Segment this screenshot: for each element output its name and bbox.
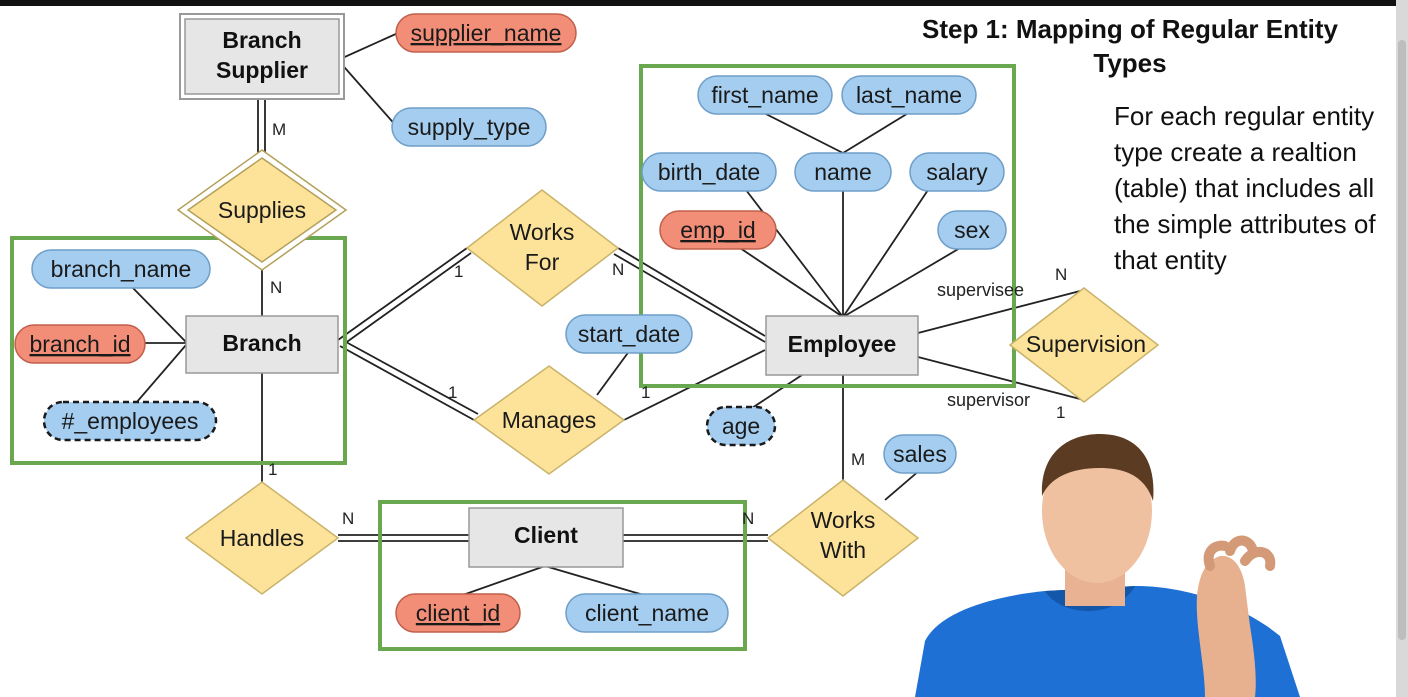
cardinality-supplies-supplier: M [272, 120, 286, 139]
attribute-supplier-name: supplier_name [395, 13, 577, 53]
attribute-client-id-label: client_id [416, 600, 500, 626]
relationship-handles-label: Handles [220, 525, 304, 551]
attribute-birth-date: birth_date [641, 152, 777, 192]
attribute-start-date-label: start_date [578, 321, 680, 347]
entity-branch-supplier-label-2: Supplier [216, 57, 308, 83]
entity-branch-supplier-label-1: Branch [222, 27, 301, 53]
cardinality-works-for-branch: 1 [454, 262, 463, 281]
attribute-salary: salary [909, 152, 1005, 192]
entity-client-label: Client [514, 522, 578, 548]
attribute-name-label: name [814, 159, 872, 185]
attribute-start-date: start_date [565, 314, 693, 354]
attribute-sales: sales [883, 434, 957, 474]
cardinality-supervision-supervisor: 1 [1056, 403, 1065, 422]
branch-highlight-box [10, 236, 347, 465]
cardinality-works-for-employee: N [612, 260, 624, 279]
relationship-works-with: Works With [766, 479, 920, 597]
slide-description: For each regular entity type create a re… [1114, 101, 1376, 275]
attribute-num-employees: #_employees [42, 400, 218, 442]
relationship-works-with-label-1: Works [811, 507, 876, 533]
cardinality-handles-branch: 1 [268, 460, 277, 479]
employee-highlight-box [639, 64, 1016, 388]
role-supervisee: supervisee [937, 280, 1024, 300]
attribute-branch-id-label: branch_id [29, 331, 130, 357]
relationship-works-for-label-2: For [525, 249, 560, 275]
relationship-handles: Handles [184, 481, 340, 595]
relationship-manages-label: Manages [502, 407, 597, 433]
attribute-name: name [794, 152, 892, 192]
relationship-connectors [257, 100, 1085, 542]
er-diagram: Branch Supplier Branch Employee Client S… [10, 13, 1160, 651]
slide-title: Step 1: Mapping of Regular Entity Types [921, 14, 1338, 78]
relationship-supplies-label: Supplies [218, 197, 306, 223]
attribute-birth-date-label: birth_date [658, 159, 760, 185]
role-supervisor: supervisor [947, 390, 1030, 410]
attribute-branch-id: branch_id [14, 324, 146, 364]
attribute-client-id: client_id [395, 593, 521, 633]
cardinality-handles-client: N [342, 509, 354, 528]
window-top-bar [0, 0, 1408, 6]
cardinality-supervision-supervisee: N [1055, 265, 1067, 284]
attribute-branch-name-label: branch_name [51, 256, 192, 282]
relationship-works-for: Works For [465, 189, 620, 307]
cardinality-supplies-branch: N [270, 278, 282, 297]
attribute-client-name: client_name [565, 593, 729, 633]
attribute-branch-name: branch_name [31, 249, 211, 289]
attribute-supplier-name-label: supplier_name [411, 20, 562, 46]
attribute-first-name-label: first_name [711, 82, 818, 108]
attribute-emp-id: emp_id [659, 210, 777, 250]
cardinality-labels: M N 1 N 1 1 1 N N M N 1 [268, 120, 1067, 528]
attribute-emp-id-label: emp_id [680, 217, 755, 243]
attribute-last-name: last_name [841, 75, 977, 115]
attribute-age-label: age [722, 413, 760, 439]
attribute-client-name-label: client_name [585, 600, 709, 626]
highlight-boxes [10, 64, 1016, 651]
entity-branch-label: Branch [222, 330, 301, 356]
relationship-supplies: Supplies [176, 149, 348, 271]
entity-branch: Branch [185, 315, 339, 374]
relationship-supervision-label: Supervision [1026, 331, 1146, 357]
attribute-salary-label: salary [926, 159, 988, 185]
scrollbar-thumb[interactable] [1398, 40, 1406, 640]
cardinality-manages-branch: 1 [448, 383, 457, 402]
relationship-works-with-label-2: With [820, 537, 866, 563]
slide-canvas: Branch Supplier Branch Employee Client S… [0, 6, 1396, 697]
attribute-num-employees-label: #_employees [62, 408, 199, 434]
relationship-supervision: Supervision [1008, 287, 1160, 403]
attribute-sales-label: sales [893, 441, 947, 467]
vertical-scrollbar[interactable] [1396, 0, 1408, 697]
attribute-sex-label: sex [954, 217, 990, 243]
entity-employee-label: Employee [788, 331, 897, 357]
role-labels: supervisee supervisor [937, 280, 1030, 410]
relationship-manages: Manages [472, 365, 626, 475]
entity-branch-supplier: Branch Supplier [179, 13, 345, 100]
cardinality-works-with-client: N [742, 509, 754, 528]
attribute-supply-type: supply_type [391, 107, 547, 147]
entity-client: Client [468, 507, 624, 568]
attribute-last-name-label: last_name [856, 82, 962, 108]
attribute-supply-type-label: supply_type [408, 114, 531, 140]
relationship-works-for-label-1: Works [510, 219, 575, 245]
cardinality-manages-employee: 1 [641, 383, 650, 402]
attribute-age: age [705, 405, 777, 447]
attribute-first-name: first_name [697, 75, 833, 115]
attribute-sex: sex [937, 210, 1007, 250]
presenter-video-overlay [915, 434, 1300, 697]
cardinality-works-with-employee: M [851, 450, 865, 469]
entity-employee: Employee [765, 315, 919, 376]
attribute-connectors [129, 32, 961, 597]
client-highlight-box [378, 500, 747, 651]
